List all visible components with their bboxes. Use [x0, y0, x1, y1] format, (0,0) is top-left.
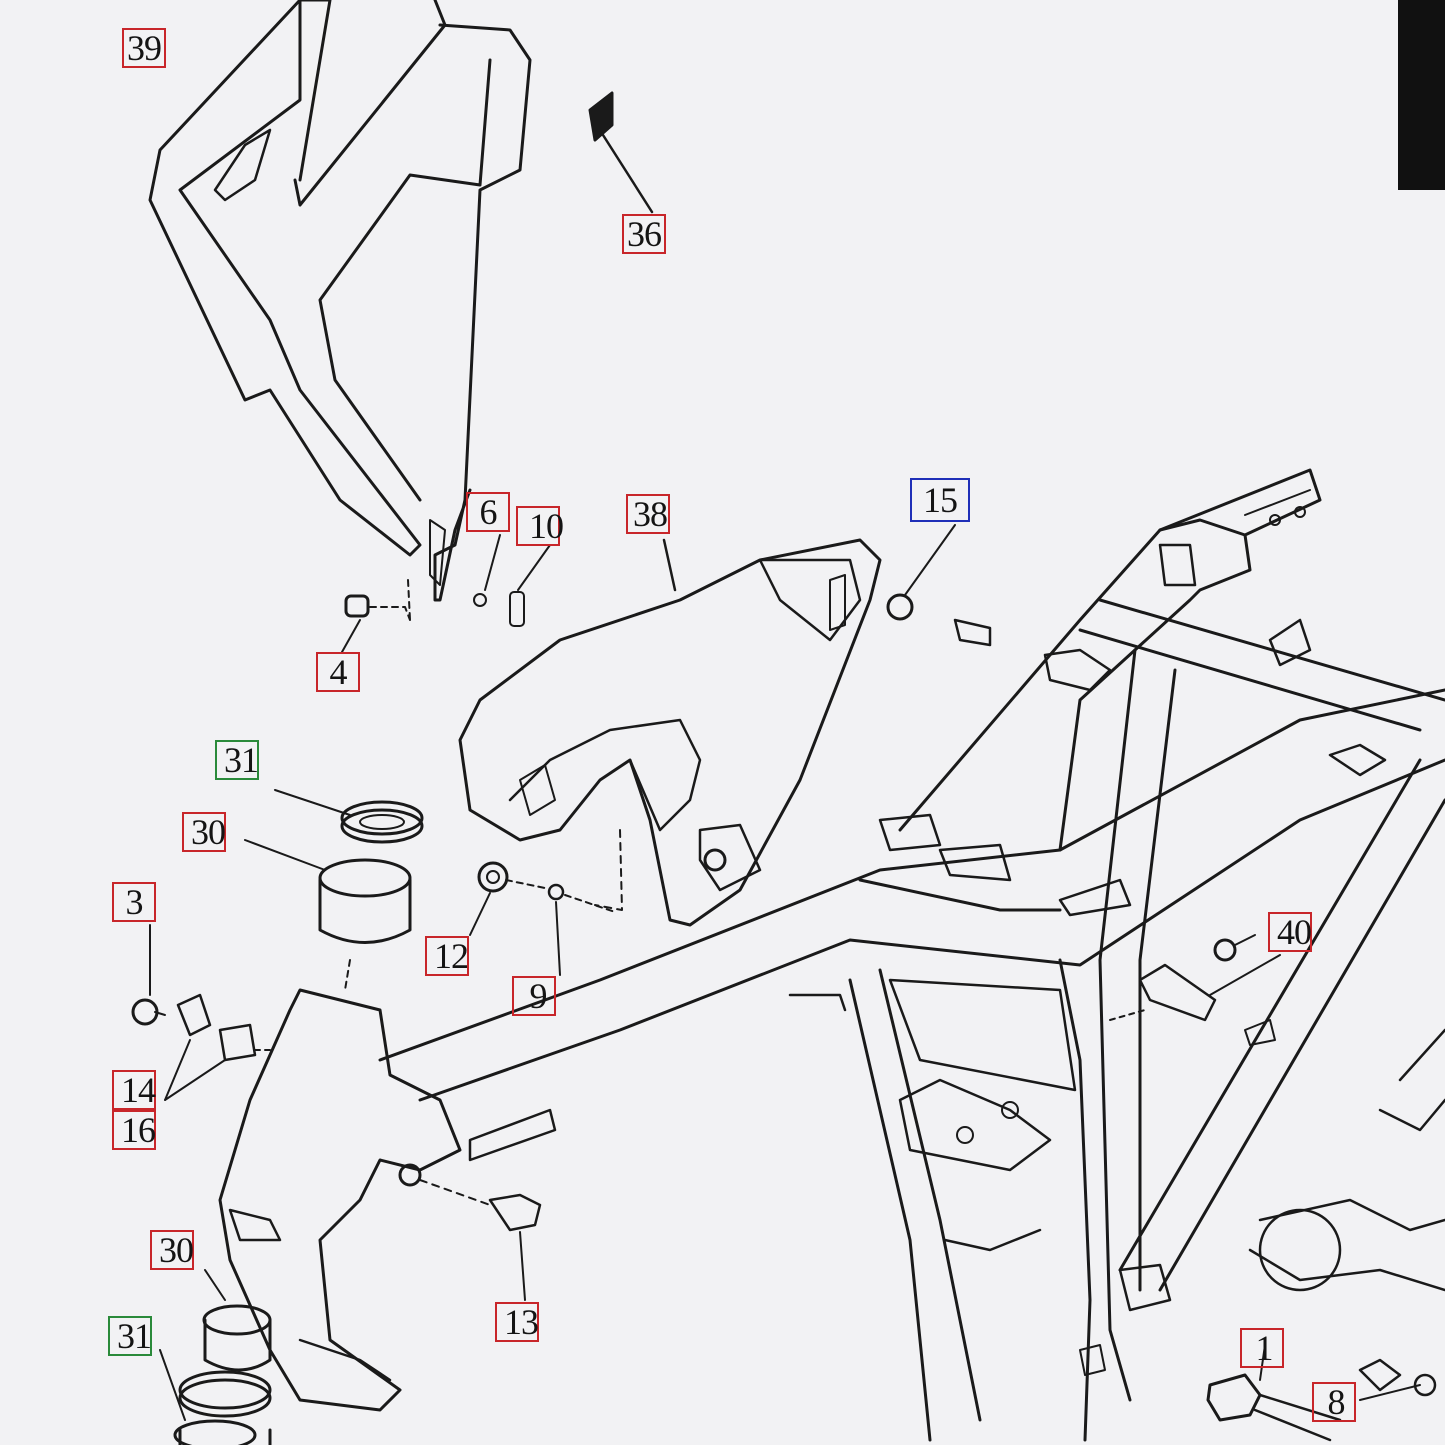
steering-bearings-lower — [159, 1269, 272, 1445]
fasteners-part-40 — [1109, 934, 1281, 1046]
callout-8[interactable]: 8 — [1312, 1382, 1360, 1422]
bolt-part-13 — [488, 1193, 542, 1301]
callout-4[interactable]: 4 — [316, 652, 360, 692]
callout-6[interactable]: 6 — [466, 492, 510, 532]
callout-31-lower[interactable]: 31 — [108, 1316, 160, 1356]
callout-30-lower[interactable]: 30 — [150, 1230, 202, 1270]
fasteners-parts-3-14-16 — [131, 924, 276, 1101]
callout-3[interactable]: 3 — [112, 882, 156, 922]
callout-14[interactable]: 14 — [112, 1070, 164, 1110]
callout-36[interactable]: 36 — [622, 214, 666, 254]
callout-30-upper[interactable]: 30 — [182, 812, 234, 852]
main-frame — [218, 468, 1445, 1442]
side-cover-part-39 — [148, 0, 532, 602]
airbox-part-38 — [458, 538, 882, 927]
pad-part-36 — [588, 91, 654, 214]
callout-39[interactable]: 39 — [122, 28, 166, 68]
callout-12[interactable]: 12 — [425, 936, 477, 976]
callout-31-upper[interactable]: 31 — [215, 740, 267, 780]
screen-edge-shadow — [1398, 0, 1445, 190]
callout-10[interactable]: 10 — [516, 506, 576, 546]
nut-bolt-part-15 — [886, 524, 992, 647]
hardware-parts-6-10-4 — [341, 534, 551, 653]
fasteners-parts-12-9 — [469, 861, 616, 976]
steering-bearings-upper — [244, 789, 424, 991]
callout-38[interactable]: 38 — [626, 494, 674, 534]
callout-9[interactable]: 9 — [512, 976, 564, 1016]
callout-13[interactable]: 13 — [495, 1302, 547, 1342]
callout-15[interactable]: 15 — [910, 478, 970, 522]
callout-40[interactable]: 40 — [1268, 912, 1320, 952]
bolts-parts-1-8 — [1206, 1344, 1437, 1442]
callout-16[interactable]: 16 — [112, 1110, 164, 1150]
callout-1[interactable]: 1 — [1240, 1328, 1288, 1368]
